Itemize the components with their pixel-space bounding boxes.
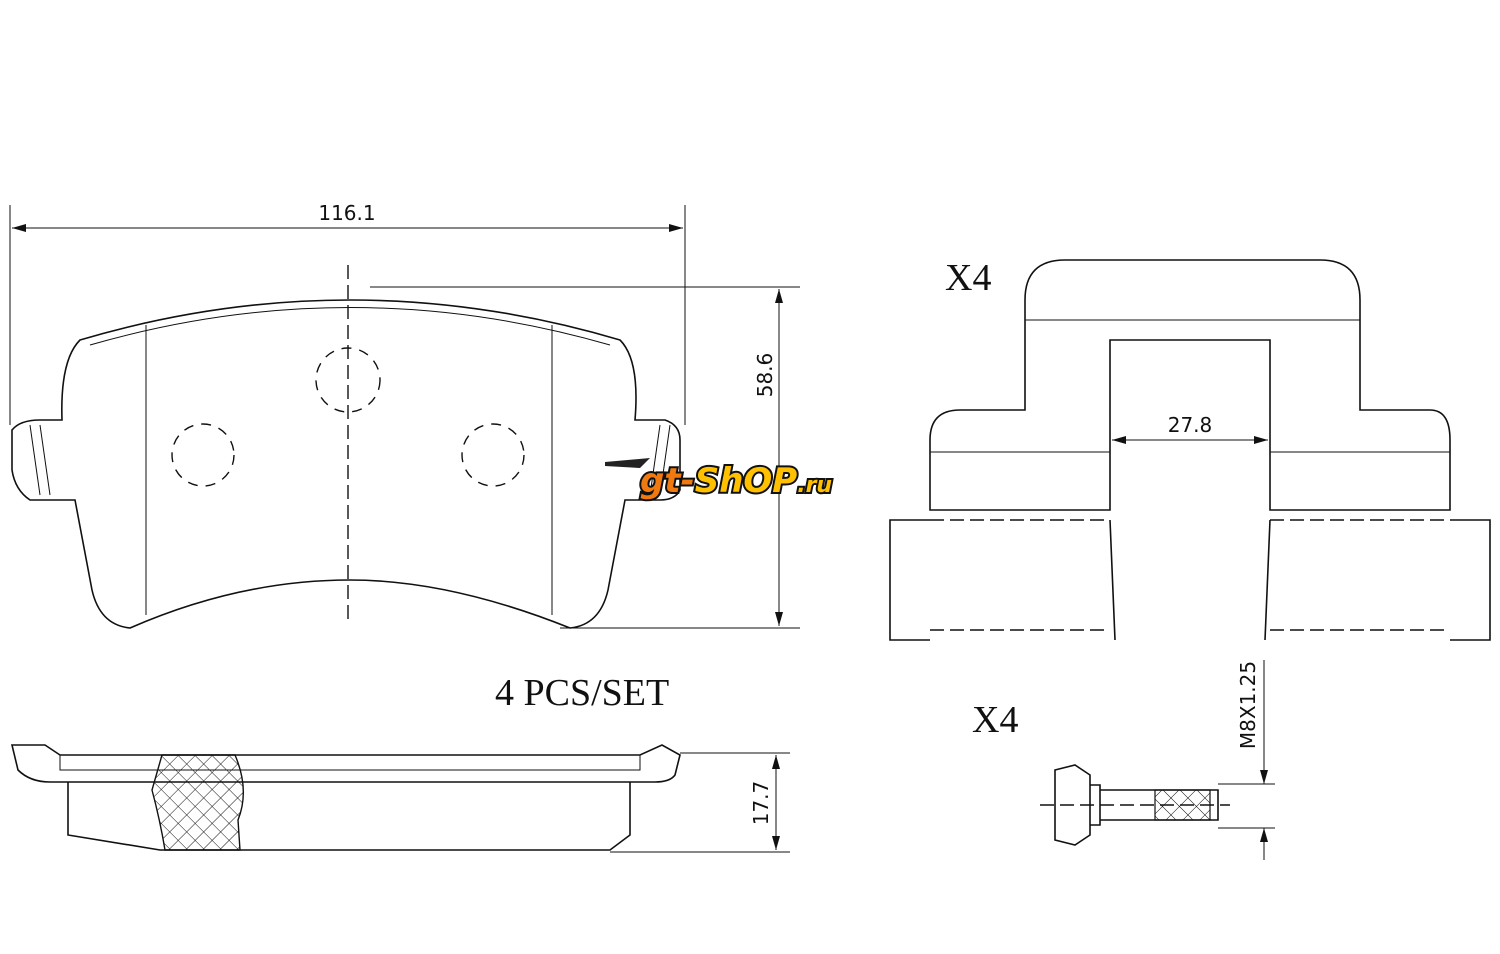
pad-front-view: 116.1 58.6	[9, 201, 800, 629]
logo-part-gt: gt-	[640, 461, 695, 501]
thread-dimension: M8X1.25	[1236, 661, 1260, 749]
logo-part-shop: ShOP	[695, 461, 798, 501]
thickness-dimension: 17.7	[749, 781, 773, 826]
height-dimension: 58.6	[753, 353, 777, 398]
clip-quantity-label: X4	[945, 257, 991, 299]
svg-text:gt-ShOP.ru: gt-ShOP.ru	[640, 461, 832, 501]
width-dimension: 116.1	[318, 201, 375, 225]
guide-bolt: M8X1.25	[1040, 660, 1275, 860]
bolt-quantity-label: X4	[972, 699, 1018, 741]
pad-side-view: 17.7	[10, 744, 790, 853]
gt-shop-watermark-logo: gt-ShOP.ru	[605, 458, 834, 503]
logo-part-ru: .ru	[797, 473, 832, 498]
spring-clip: 27.8	[889, 259, 1491, 641]
clip-gap-dimension: 27.8	[1168, 413, 1213, 437]
pieces-per-set-label: 4 PCS/SET	[495, 672, 669, 714]
